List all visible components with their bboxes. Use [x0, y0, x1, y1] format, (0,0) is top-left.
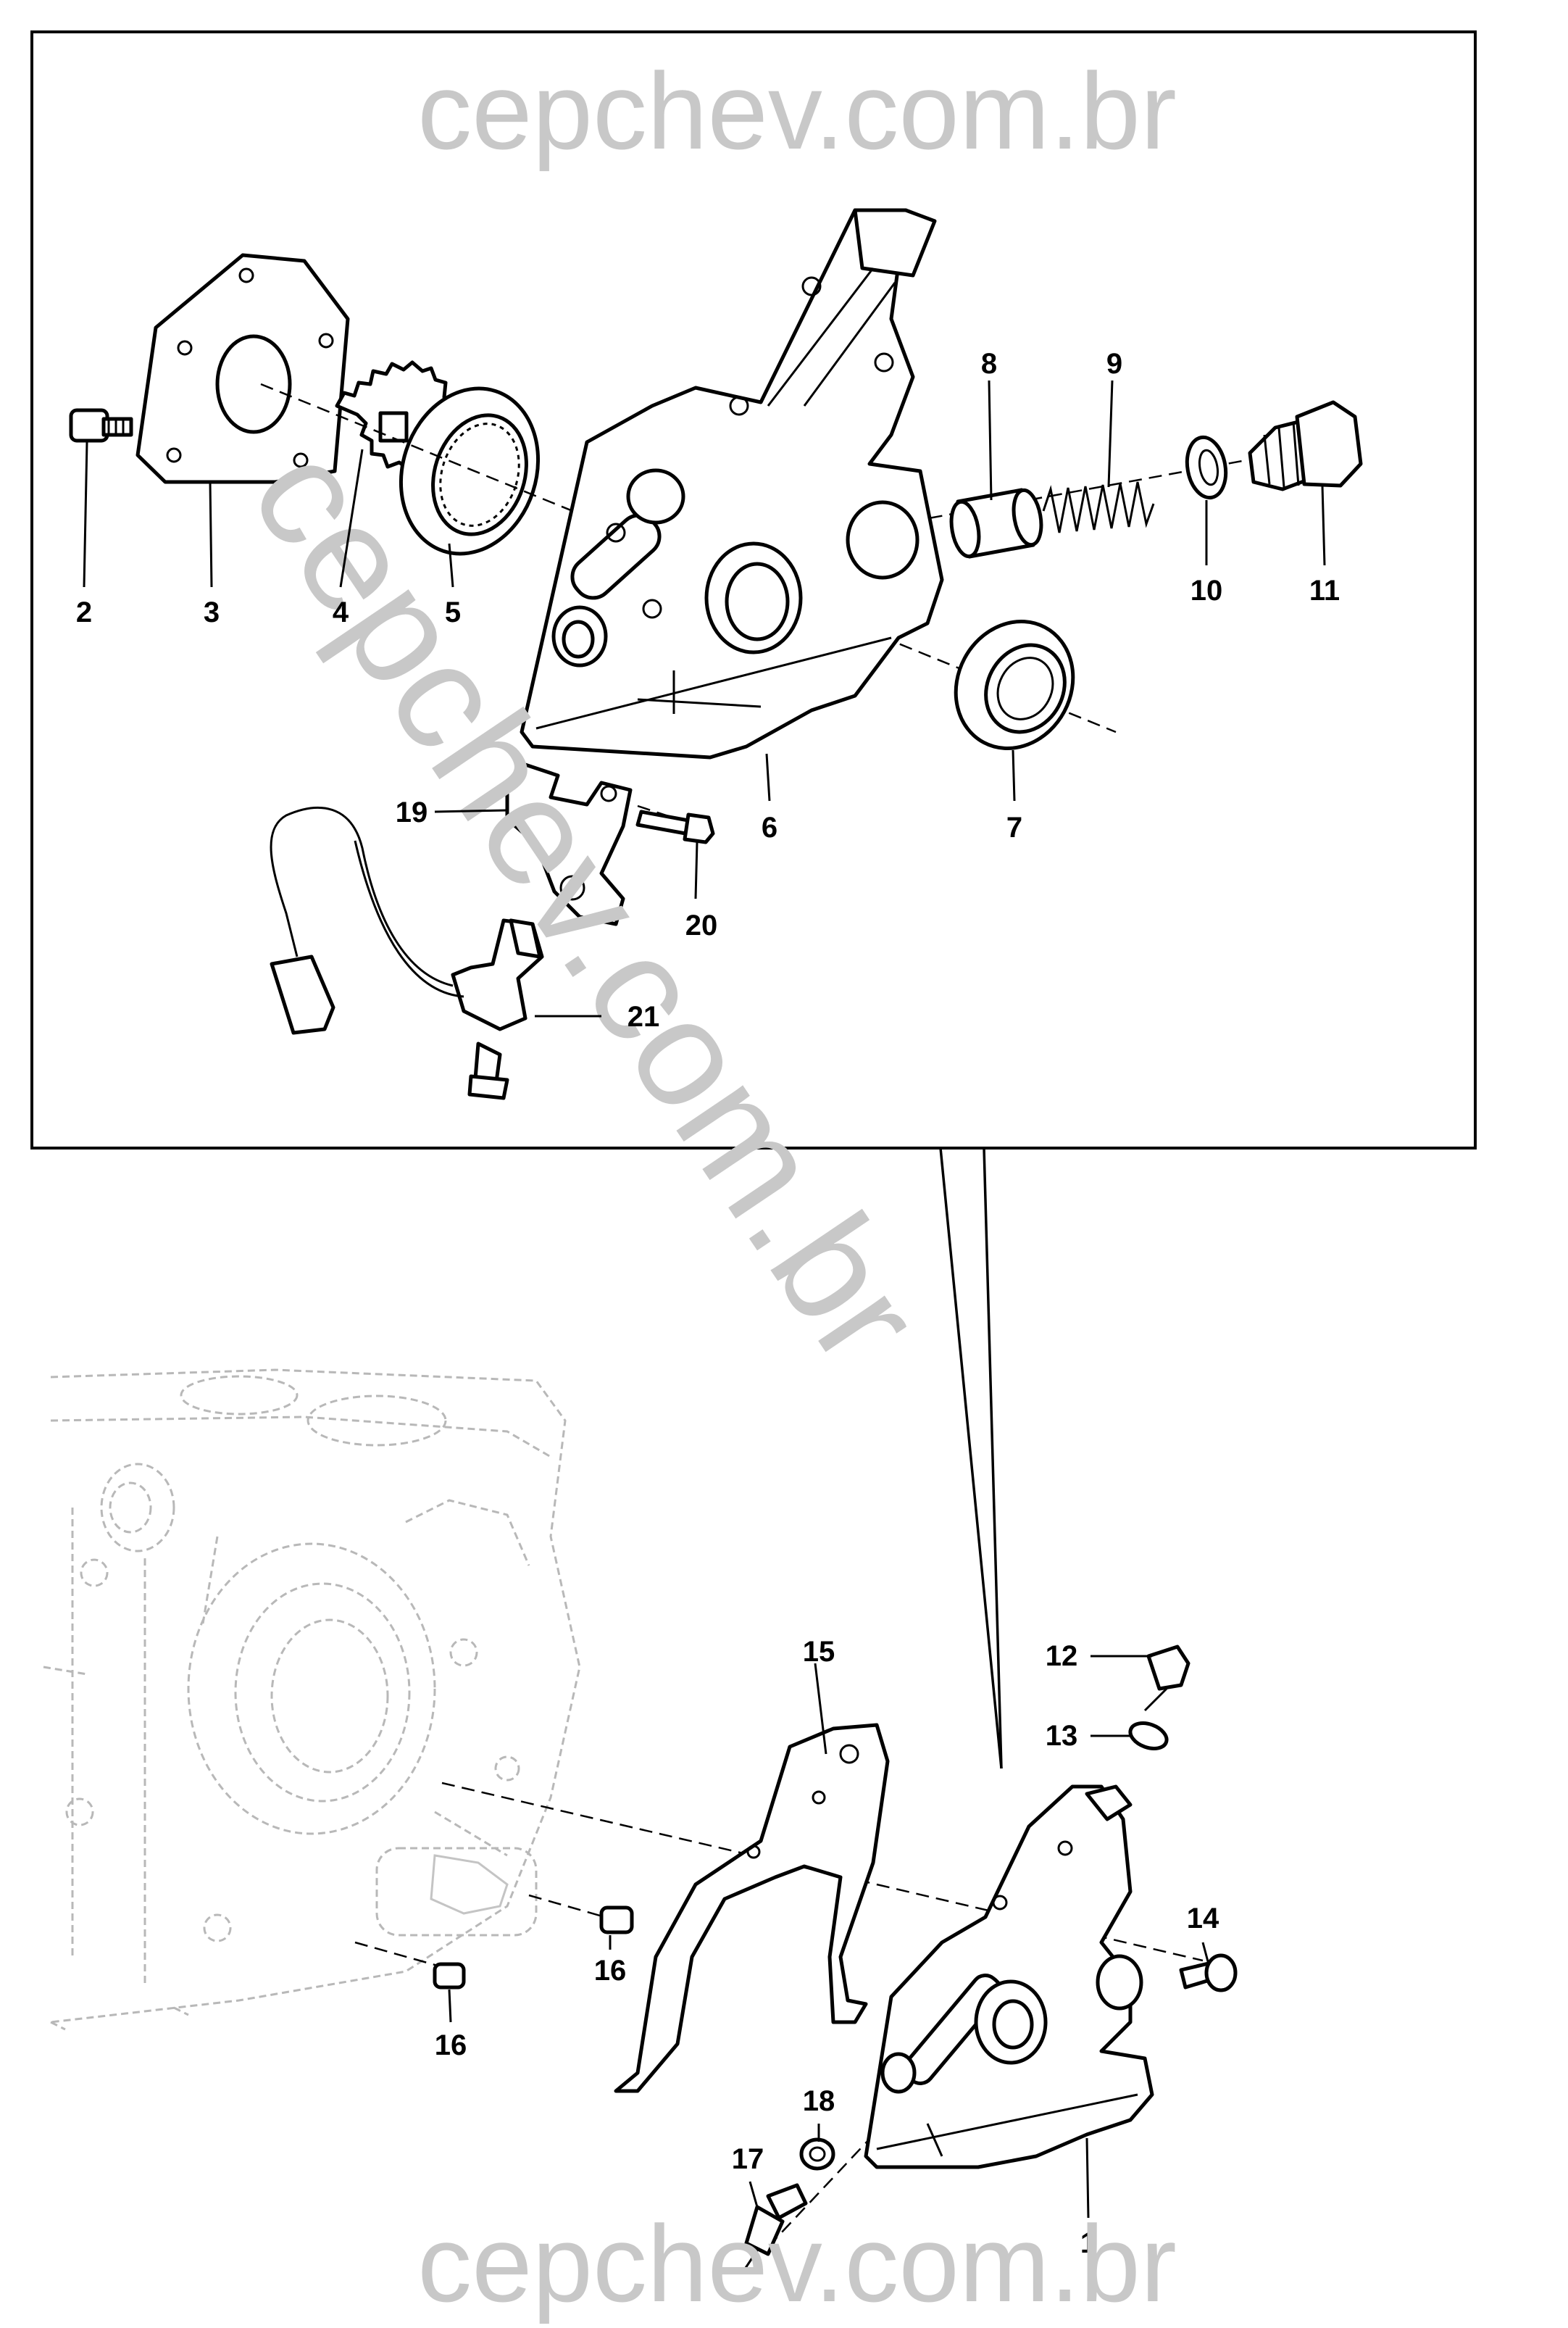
callout-20: 20	[685, 910, 718, 941]
callout-11: 11	[1309, 575, 1340, 607]
part-16-dowel-b	[433, 1962, 466, 1990]
watermark-bottom: cepchev.com.br	[417, 2203, 1177, 2324]
callout-7: 7	[1006, 812, 1022, 844]
part-19-sensor-bracket	[505, 762, 633, 926]
callout-3: 3	[204, 596, 220, 628]
inset-frame	[30, 30, 1477, 1150]
part-1-pump-assembly	[864, 1784, 1154, 2169]
callout-17: 17	[732, 2143, 764, 2175]
part-16-dowel-a	[599, 1905, 634, 1934]
part-14-bolt	[1179, 1953, 1238, 1992]
assembly-axis-valve	[869, 459, 1247, 531]
watermark-top: cepchev.com.br	[417, 50, 1177, 172]
callout-9: 9	[1106, 348, 1122, 380]
callout-16-a: 16	[594, 1955, 627, 1987]
part-9-spring	[1042, 481, 1155, 533]
part-18-seal-ring	[799, 2137, 835, 2171]
callout-2: 2	[76, 596, 92, 628]
callout-6: 6	[762, 812, 777, 844]
callout-8: 8	[981, 348, 997, 380]
callout-labels: 2 3 4 5 6 7 8 9 10 11 19 20 21 15 12 13 …	[76, 348, 1340, 2259]
part-21-speed-sensor	[270, 807, 544, 1100]
part-3-cover-plate	[135, 253, 350, 484]
callout-21: 21	[627, 1001, 660, 1033]
callout-19: 19	[396, 797, 428, 828]
leader-lines	[83, 380, 1326, 2219]
callout-4: 4	[333, 596, 349, 628]
pointer-line-right	[983, 1147, 1003, 1769]
part-15-gasket	[614, 1723, 890, 2093]
callout-14: 14	[1187, 1903, 1219, 1934]
pointer-line-left	[939, 1147, 1003, 1769]
part-8-relief-piston	[949, 488, 1043, 559]
callout-16-b: 16	[435, 2029, 467, 2061]
part-11-plug	[1248, 400, 1363, 491]
callout-18: 18	[803, 2085, 835, 2117]
assembly-axis-main	[260, 383, 1117, 733]
callout-13: 13	[1046, 1720, 1078, 1752]
callout-12: 12	[1046, 1640, 1078, 1672]
part-13-washer	[1128, 1721, 1169, 1750]
assembly-axis-lower-4	[767, 2123, 885, 2248]
part-2-bolt	[69, 408, 133, 443]
part-10-washer	[1185, 435, 1228, 500]
part-5-outer-rotor	[399, 386, 541, 556]
part-12-screw	[1143, 1645, 1190, 1712]
part-7-oil-seal	[954, 620, 1075, 750]
callout-1: 1	[1080, 2227, 1096, 2259]
callout-5: 5	[445, 596, 461, 628]
part-17-fitting	[741, 2183, 808, 2273]
engine-block-ghost	[43, 1368, 581, 2031]
callout-15: 15	[803, 1636, 835, 1668]
part-6-pump-housing	[520, 208, 944, 760]
callout-10: 10	[1190, 575, 1223, 607]
part-20-bolt	[635, 810, 715, 844]
detail-inset	[30, 30, 1477, 1769]
